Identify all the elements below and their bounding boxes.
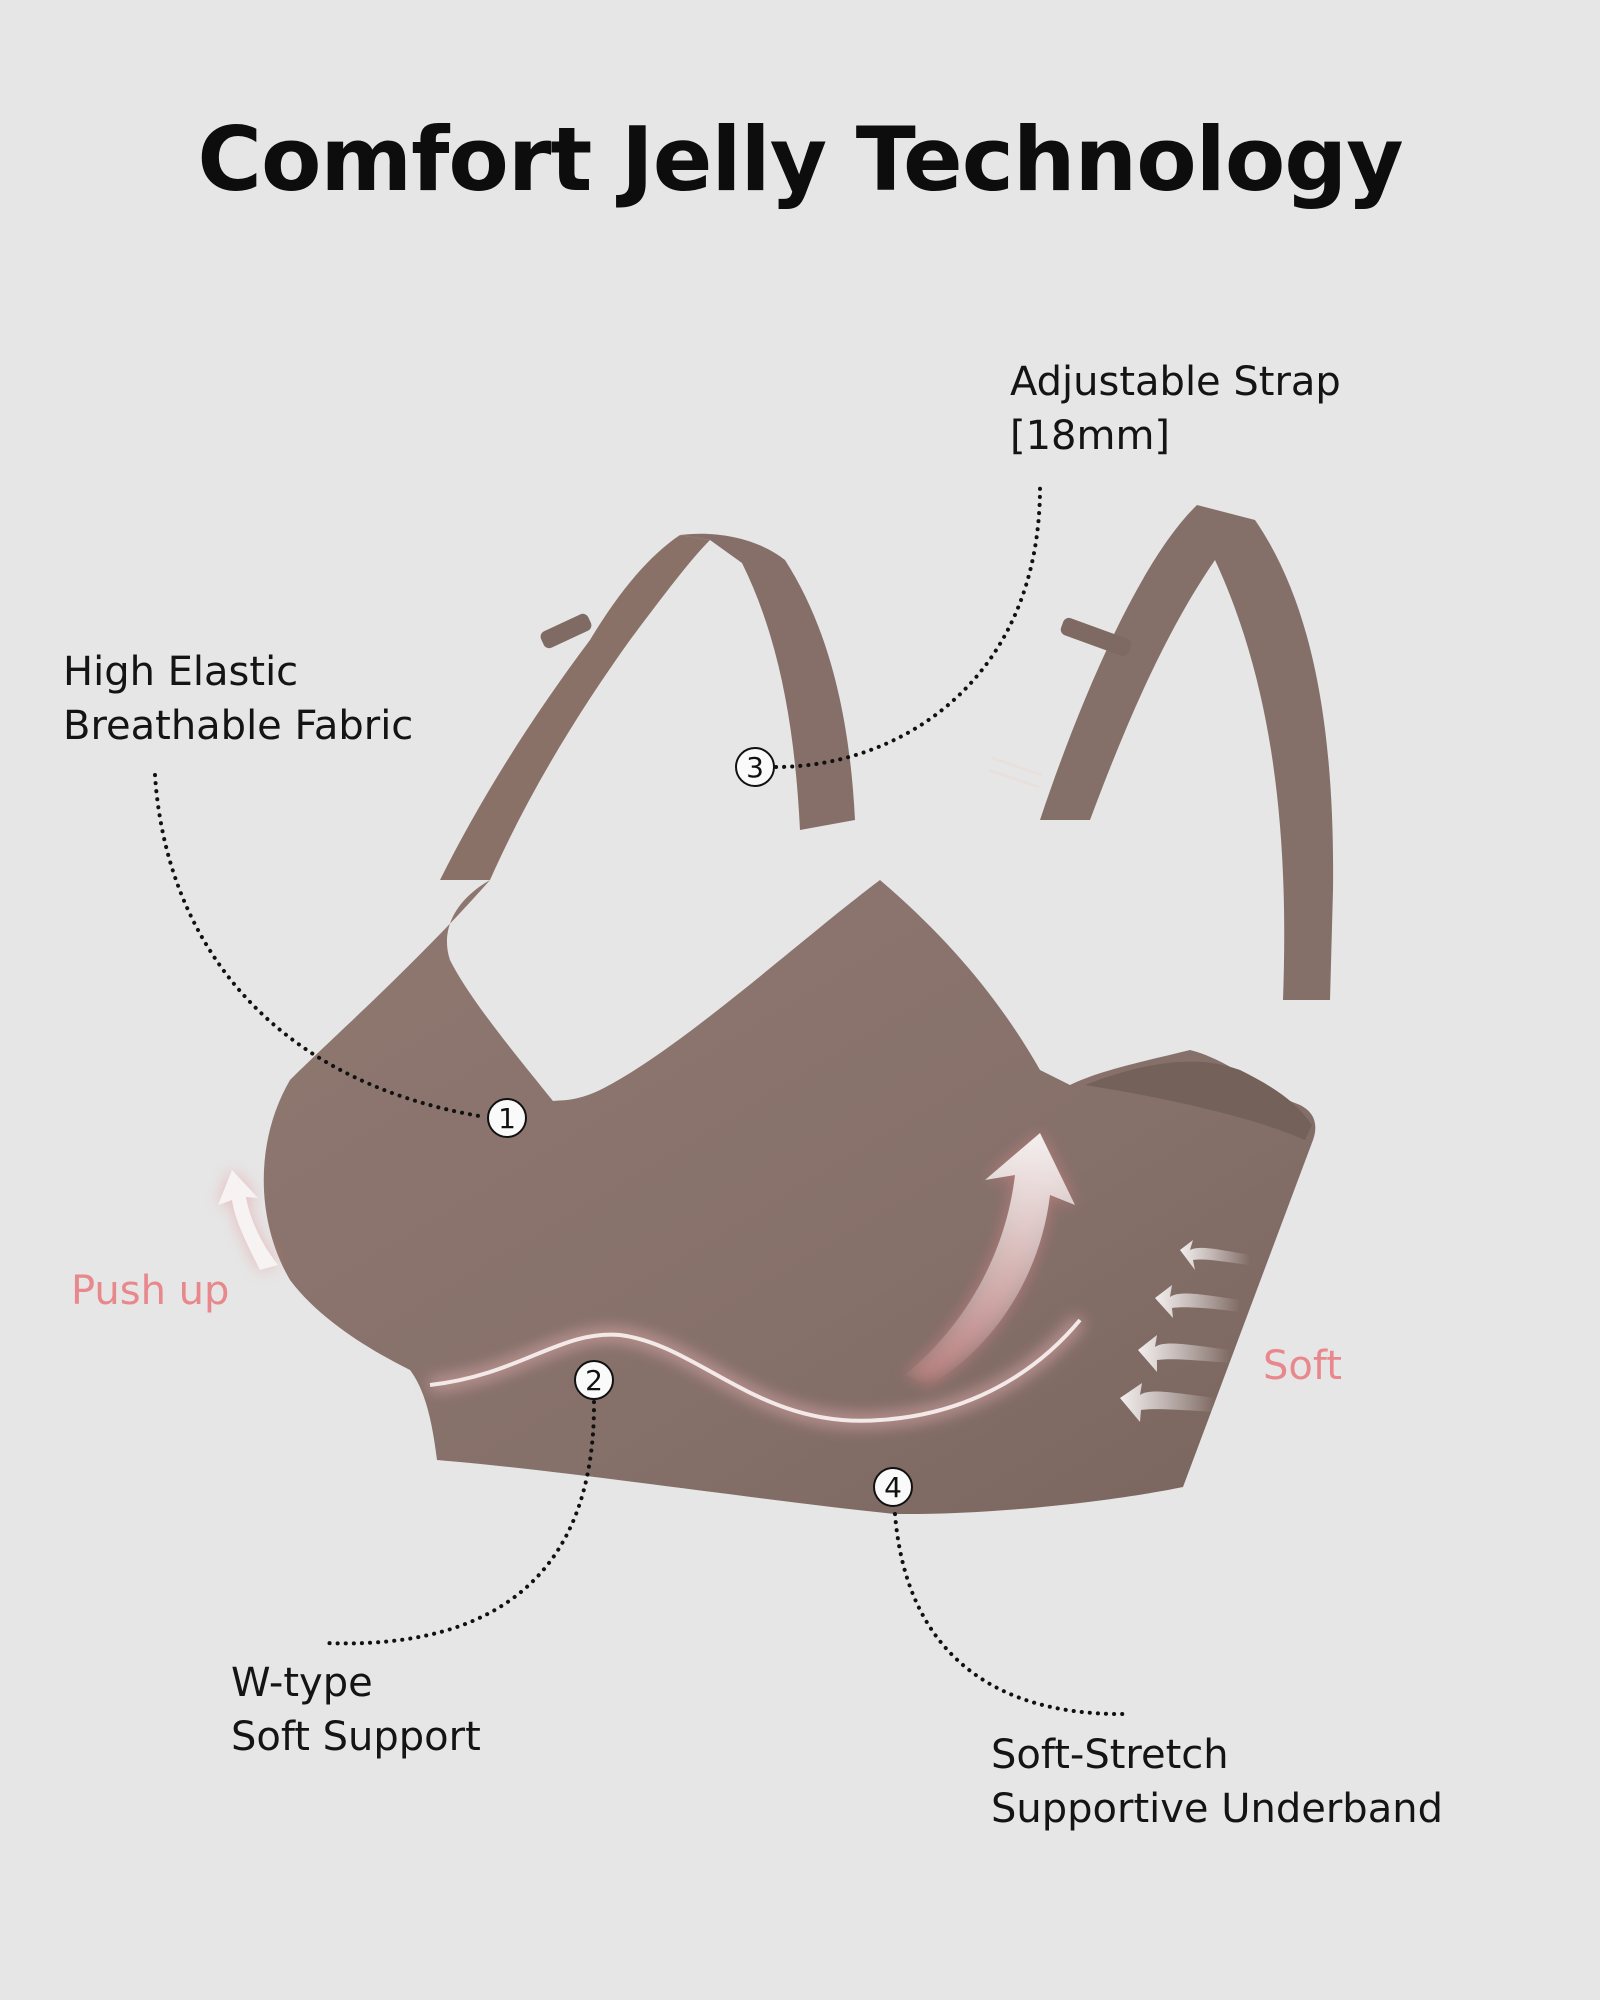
- soft-arrows-icon: [1120, 1240, 1250, 1422]
- marker-3: 3: [735, 747, 775, 787]
- leader-line-3: [774, 485, 1042, 769]
- callout-fabric-line2: Breathable Fabric: [63, 703, 414, 749]
- callout-w-type-line2: Soft Support: [231, 1714, 481, 1760]
- lift-arrow-icon: [905, 1133, 1075, 1385]
- page-title: Comfort Jelly Technology: [197, 108, 1403, 211]
- marker-2: 2: [574, 1360, 614, 1400]
- bra-body: [263, 880, 1316, 1515]
- callout-w-type-line1: W-type: [231, 1660, 373, 1706]
- callout-underband: Soft-Stretch Supportive Underband: [991, 1728, 1443, 1836]
- callout-w-type: W-type Soft Support: [231, 1656, 481, 1764]
- callout-fabric: High Elastic Breathable Fabric: [63, 645, 413, 753]
- callout-strap: Adjustable Strap [18mm]: [1010, 355, 1341, 463]
- marker-1: 1: [487, 1098, 527, 1138]
- marker-4: 4: [873, 1467, 913, 1507]
- callout-strap-line1: Adjustable Strap: [1010, 359, 1341, 405]
- leader-line-1: [153, 773, 487, 1119]
- leader-line-2: [323, 1400, 597, 1646]
- leader-line-4: [893, 1512, 1125, 1717]
- callout-underband-line2: Supportive Underband: [991, 1786, 1443, 1832]
- callout-strap-line2: [18mm]: [1010, 413, 1171, 459]
- callout-fabric-line1: High Elastic: [63, 649, 299, 695]
- push-up-label: Push up: [71, 1268, 230, 1314]
- right-strap: [1040, 505, 1334, 1000]
- callout-underband-line1: Soft-Stretch: [991, 1732, 1229, 1778]
- soft-label: Soft: [1263, 1343, 1342, 1389]
- push-up-arrow-icon: [218, 1170, 278, 1270]
- left-strap: [440, 535, 710, 880]
